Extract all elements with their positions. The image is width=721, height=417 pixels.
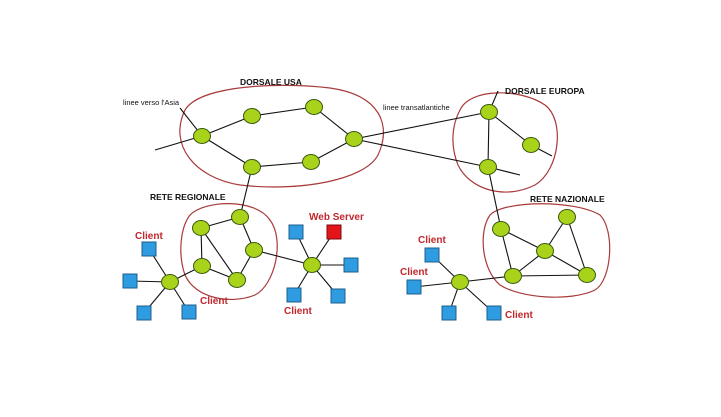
region-outlines [179, 84, 611, 301]
label-client: Client [135, 231, 163, 242]
client-computer-icon [406, 279, 422, 295]
client-computer-icon [122, 273, 138, 289]
router-node-icon [480, 104, 498, 120]
label-linee-transatlantiche: linee transatlantiche [383, 103, 450, 112]
router-node-icon [558, 209, 576, 225]
router-node-icon [479, 159, 497, 175]
router-node-icon [504, 268, 522, 284]
router-node-icon [245, 242, 263, 258]
router-node-icon [161, 274, 179, 290]
client-computer-icon [441, 305, 457, 321]
client-computer-icon [136, 305, 152, 321]
router-node-icon [578, 267, 596, 283]
client-computer-icon [181, 304, 197, 320]
router-node-icon [451, 274, 469, 290]
router-node-icon [243, 108, 261, 124]
region-dorsale-europa [452, 92, 558, 193]
router-node-icon [303, 257, 321, 273]
client-computer-icon [286, 287, 302, 303]
router-node-icon [192, 220, 210, 236]
web-server-icon [326, 224, 342, 240]
label-client: Client [418, 235, 446, 246]
client-computer-icon [288, 224, 304, 240]
label-rete-regionale: RETE REGIONALE [150, 192, 226, 202]
client-computer-icon [141, 241, 157, 257]
router-node-icon [302, 154, 320, 170]
client-computer-icon [330, 288, 346, 304]
label-rete-nazionale: RETE NAZIONALE [530, 194, 605, 204]
router-node-icon [492, 221, 510, 237]
label-web-server: Web Server [309, 212, 364, 223]
clients [122, 224, 502, 321]
routers [161, 99, 596, 290]
label-client: Client [400, 267, 428, 278]
router-node-icon [243, 159, 261, 175]
router-node-icon [193, 128, 211, 144]
label-linee-asia: linee verso l'Asia [123, 98, 180, 107]
router-node-icon [231, 209, 249, 225]
router-node-icon [193, 258, 211, 274]
client-computer-icon [424, 247, 440, 263]
labels: DORSALE USA DORSALE EUROPA linee verso l… [123, 77, 605, 321]
label-dorsale-europa: DORSALE EUROPA [505, 86, 585, 96]
router-node-icon [305, 99, 323, 115]
client-computer-icon [486, 305, 502, 321]
router-node-icon [536, 243, 554, 259]
region-dorsale-usa [179, 84, 385, 188]
router-node-icon [228, 272, 246, 288]
label-client: Client [200, 296, 228, 307]
label-client: Client [284, 306, 312, 317]
client-computer-icon [343, 257, 359, 273]
router-node-icon [522, 137, 540, 153]
region-rete-nazionale [482, 203, 611, 298]
router-node-icon [345, 131, 363, 147]
region-rete-regionale [180, 203, 278, 301]
label-client: Client [505, 310, 533, 321]
label-dorsale-usa: DORSALE USA [240, 77, 302, 87]
